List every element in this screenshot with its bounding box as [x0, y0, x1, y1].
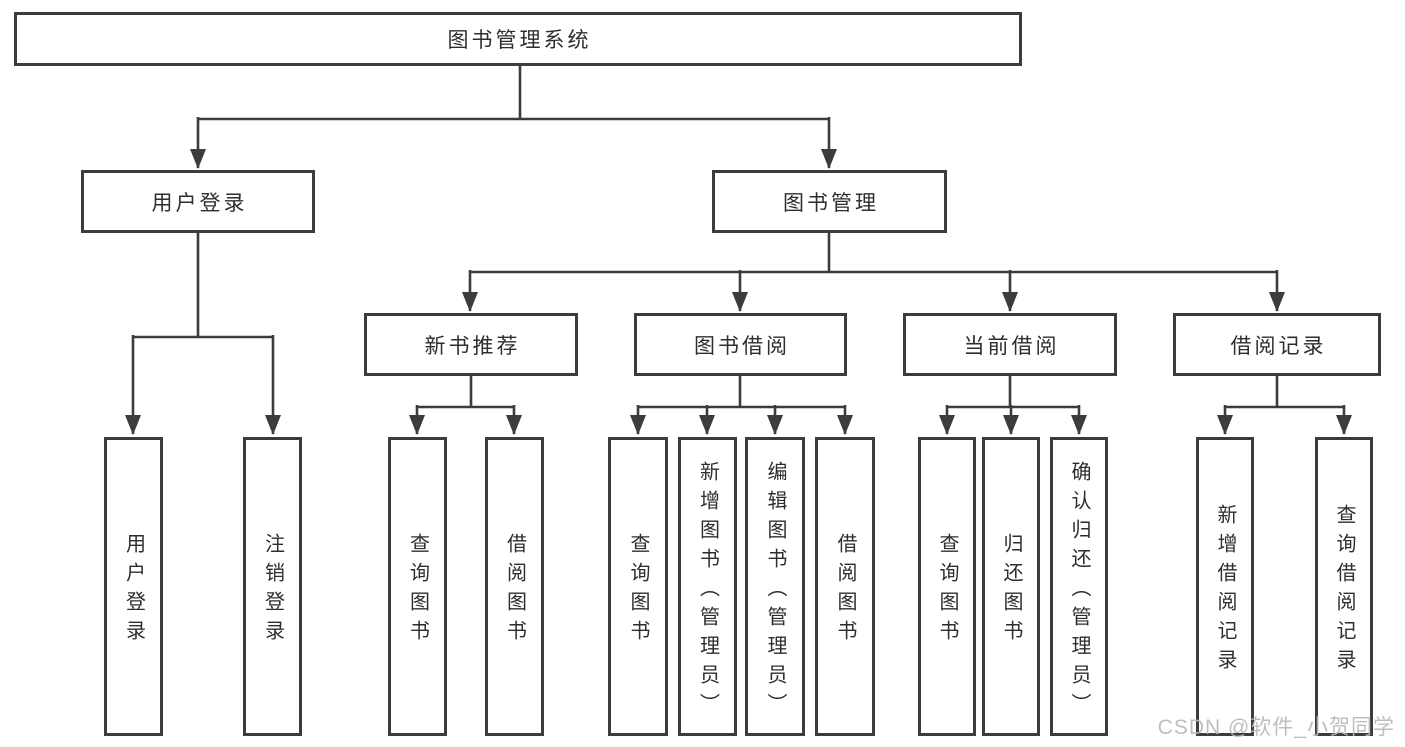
node-leaf-borrow-books: 借阅图书 [815, 437, 875, 736]
connector-current-borrow [939, 376, 1087, 435]
node-borrow-records: 借阅记录 [1173, 313, 1381, 376]
node-user-login: 用户登录 [81, 170, 315, 233]
connector-root [190, 66, 837, 169]
connector-book-borrow [630, 376, 853, 435]
node-leaf-edit-books-admin: 编辑图书（管理员） [745, 437, 805, 736]
node-leaf-query-books-borrow: 查询图书 [608, 437, 668, 736]
node-library-management-system: 图书管理系统 [14, 12, 1022, 66]
node-leaf-add-borrow-record: 新增借阅记录 [1196, 437, 1254, 736]
node-leaf-return-books: 归还图书 [982, 437, 1040, 736]
node-current-borrow: 当前借阅 [903, 313, 1117, 376]
node-new-book-recommend: 新书推荐 [364, 313, 578, 376]
csdn-watermark: CSDN @软件_小贺同学 [1157, 716, 1395, 739]
node-leaf-add-books-admin: 新增图书（管理员） [678, 437, 737, 736]
node-leaf-query-borrow-record: 查询借阅记录 [1315, 437, 1373, 736]
node-book-management: 图书管理 [712, 170, 947, 233]
node-book-borrow: 图书借阅 [634, 313, 847, 376]
connector-book-management [462, 233, 1285, 312]
node-leaf-user-login: 用户登录 [104, 437, 163, 736]
connector-user-login [125, 233, 281, 435]
connector-new-book-recommend [409, 376, 522, 435]
node-leaf-confirm-return-admin: 确认归还（管理员） [1050, 437, 1108, 736]
node-leaf-query-books-recommend: 查询图书 [388, 437, 447, 736]
node-leaf-query-books-current: 查询图书 [918, 437, 976, 736]
connector-borrow-records [1217, 376, 1352, 435]
node-leaf-logout: 注销登录 [243, 437, 302, 736]
node-leaf-borrow-books-recommend: 借阅图书 [485, 437, 544, 736]
